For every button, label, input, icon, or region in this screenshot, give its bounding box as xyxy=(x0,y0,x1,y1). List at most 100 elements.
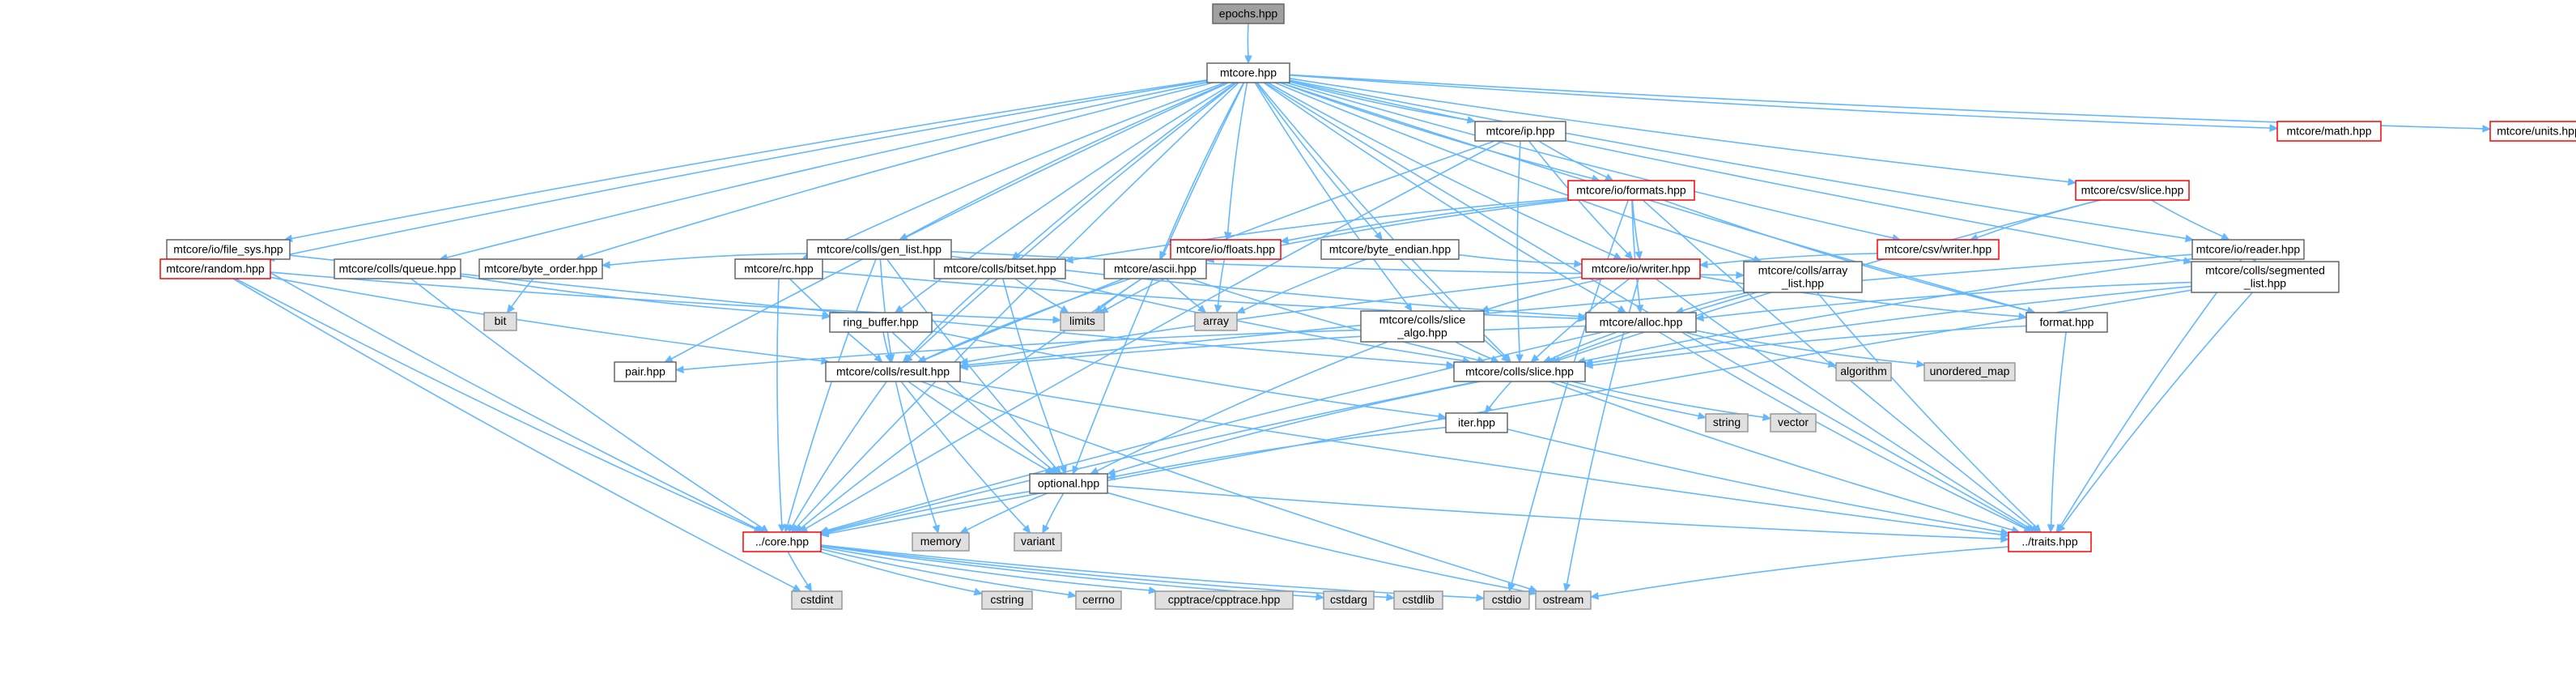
arrowhead xyxy=(788,523,797,534)
node-byteorder[interactable]: mtcore/byte_order.hpp xyxy=(478,258,603,279)
arrowhead xyxy=(664,355,674,363)
node-ip[interactable]: mtcore/ip.hpp xyxy=(1474,121,1566,142)
arrowhead xyxy=(1067,590,1078,599)
edge-line xyxy=(1597,546,2009,597)
edge-mtcore-to-pair xyxy=(664,82,1230,363)
node-label: vector xyxy=(1778,416,1809,428)
node-queue[interactable]: mtcore/colls/queue.hpp xyxy=(334,258,461,279)
node-label: cstdio xyxy=(1492,593,1522,606)
arrowhead xyxy=(1915,360,1926,368)
node-units[interactable]: mtcore/units.hpp xyxy=(2489,121,2576,142)
arrowhead xyxy=(1089,467,1099,475)
edge-line xyxy=(460,275,823,317)
node-label: epochs.hpp xyxy=(1219,7,1278,20)
edge-alloc-to-slice xyxy=(1542,331,1617,363)
node-format[interactable]: format.hpp xyxy=(2026,312,2108,333)
edge-iowriter-to-result xyxy=(959,276,1583,365)
edge-line xyxy=(924,278,1131,360)
edge-line xyxy=(1487,278,1605,310)
node-mtcore[interactable]: mtcore.hpp xyxy=(1206,62,1290,83)
node-genlist[interactable]: mtcore/colls/gen_list.hpp xyxy=(806,239,952,260)
edge-line xyxy=(1516,140,1521,356)
edge-random-to-limits xyxy=(270,271,1062,324)
node-rc[interactable]: mtcore/rc.hpp xyxy=(734,258,823,279)
edge-byteorder-to-bit xyxy=(506,278,534,313)
node-label: mtcore/io/writer.hpp xyxy=(1592,262,1690,275)
node-ostream: ostream xyxy=(1535,590,1592,610)
edge-slicealgo-to-slice xyxy=(1455,341,1500,363)
node-core[interactable]: ../core.hpp xyxy=(742,531,822,552)
node-segmented[interactable]: mtcore/colls/segmented_list.hpp xyxy=(2191,261,2340,293)
edge-line xyxy=(1107,485,2002,540)
node-bitset[interactable]: mtcore/colls/bitset.hpp xyxy=(933,258,1066,279)
arrowhead xyxy=(1698,260,1708,269)
node-iter[interactable]: iter.hpp xyxy=(1445,412,1508,433)
node-label: mtcore/io/file_sys.hpp xyxy=(173,243,283,256)
arrowhead xyxy=(1762,413,1772,421)
edge-alloc-to-algorithm xyxy=(1684,331,1838,369)
node-filesys[interactable]: mtcore/io/file_sys.hpp xyxy=(166,239,291,260)
node-byteendian[interactable]: mtcore/byte_endian.hpp xyxy=(1320,239,1460,260)
edge-line xyxy=(446,81,1208,258)
node-result[interactable]: mtcore/colls/result.hpp xyxy=(825,361,961,382)
edge-line xyxy=(776,278,783,526)
node-label: mtcore/colls/slice xyxy=(1379,313,1466,326)
node-csvwriter[interactable]: mtcore/csv/writer.hpp xyxy=(1877,239,2000,260)
edge-line xyxy=(920,381,1531,590)
edge-line xyxy=(827,491,1031,534)
edge-line xyxy=(1263,82,1620,309)
node-optional[interactable]: optional.hpp xyxy=(1029,473,1108,494)
edge-genlist-to-result xyxy=(879,258,895,364)
edge-random-to-result xyxy=(270,276,831,365)
arrowhead xyxy=(1515,354,1524,364)
node-array[interactable]: mtcore/colls/array_list.hpp xyxy=(1743,261,1863,293)
node-label: mtcore/colls/queue.hpp xyxy=(339,262,457,275)
edge-mtcore-to-floats xyxy=(1224,82,1248,241)
node-label: pair.hpp xyxy=(625,365,665,378)
node-math[interactable]: mtcore/math.hpp xyxy=(2276,121,2382,142)
node-formats[interactable]: mtcore/io/formats.hpp xyxy=(1567,180,1695,201)
arrowhead xyxy=(1446,360,1456,369)
edge-line xyxy=(1226,82,1248,233)
node-alloc[interactable]: mtcore/alloc.hpp xyxy=(1585,312,1697,333)
edge-line xyxy=(908,381,1048,471)
edge-slicealgo-to-pair xyxy=(674,329,1362,374)
node-box xyxy=(825,361,961,382)
edge-line xyxy=(886,258,1057,469)
edge-core-to-cstdlib xyxy=(820,544,1396,602)
node-floats[interactable]: mtcore/io/floats.hpp xyxy=(1170,239,1282,260)
edge-line xyxy=(1072,197,1569,261)
arrowhead xyxy=(959,363,968,371)
node-slice[interactable]: mtcore/colls/slice.hpp xyxy=(1453,361,1586,382)
node-label: unordered_map xyxy=(1930,364,2010,377)
node-ringbuffer[interactable]: ring_buffer.hpp xyxy=(829,312,933,333)
node-pair[interactable]: pair.hpp xyxy=(614,361,677,382)
edge-layer xyxy=(221,23,2492,602)
arrowhead xyxy=(1386,593,1396,602)
node-traits[interactable]: ../traits.hpp xyxy=(2008,531,2092,552)
edge-byteendian-to-iowriter xyxy=(1458,254,1583,268)
arrowhead xyxy=(759,524,770,533)
node-slicealgo[interactable]: mtcore/colls/slice_algo.hpp xyxy=(1360,310,1485,343)
edge-line xyxy=(1631,199,1640,253)
edge-line xyxy=(410,278,763,529)
node-box xyxy=(1154,590,1294,610)
node-iowriter[interactable]: mtcore/io/writer.hpp xyxy=(1581,258,1701,279)
node-ascii[interactable]: mtcore/ascii.hpp xyxy=(1103,258,1207,279)
edge-line xyxy=(1254,82,1409,306)
edge-line xyxy=(1549,381,2013,531)
arrowhead xyxy=(1507,582,1515,593)
node-algorithm: algorithm xyxy=(1835,362,1892,381)
node-epochs[interactable]: epochs.hpp xyxy=(1212,3,1285,24)
edge-line xyxy=(270,271,1054,321)
node-label: string xyxy=(1713,416,1741,428)
edge-iter-to-traits xyxy=(1507,428,2010,536)
node-csvslice[interactable]: mtcore/csv/slice.hpp xyxy=(2075,180,2190,201)
node-reader[interactable]: mtcore/io/reader.hpp xyxy=(2191,239,2305,260)
node-box xyxy=(1060,312,1105,331)
node-box xyxy=(829,312,933,333)
node-random[interactable]: mtcore/random.hpp xyxy=(159,258,271,279)
node-box xyxy=(1567,180,1695,201)
arrowhead xyxy=(1244,55,1252,65)
edge-line xyxy=(1699,275,2020,318)
